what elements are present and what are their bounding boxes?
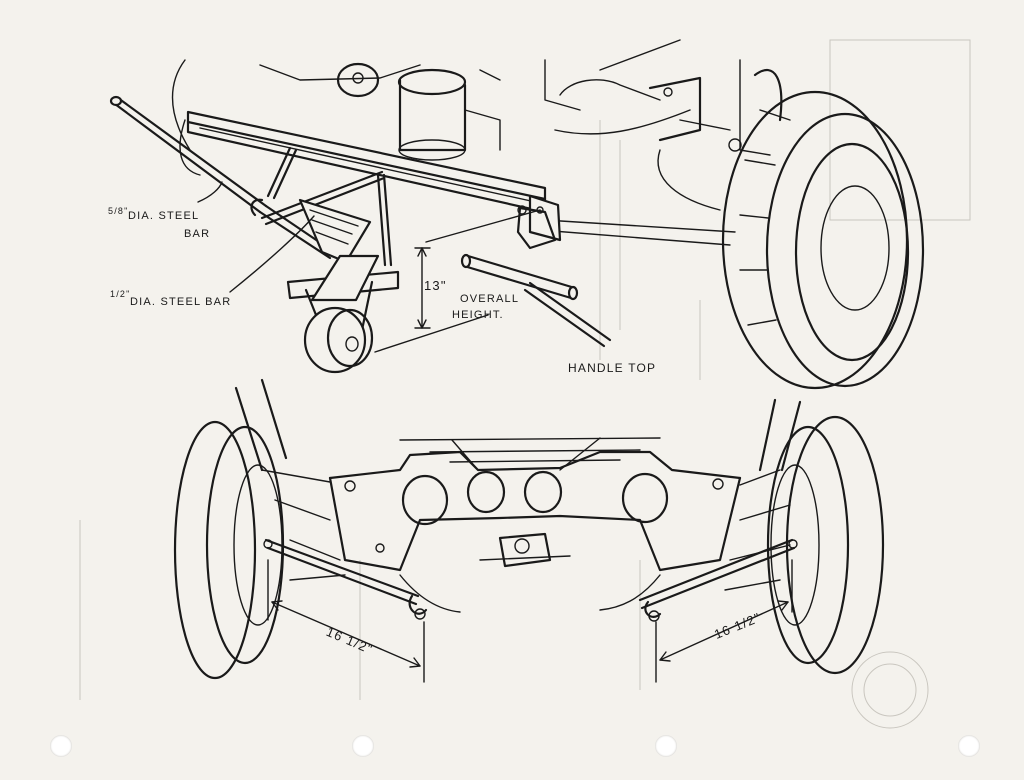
label-12-fraction: 1/2" [110,289,131,299]
top-diagram [109,39,925,390]
punch-hole-3 [655,735,677,757]
label-overall: OVERALL [460,293,520,305]
top-leaders [197,181,541,353]
handle-bar [109,95,336,260]
engine-outline [171,39,783,246]
bleed-through [79,39,971,729]
caster-assembly [286,198,400,374]
jack-beam [186,110,562,250]
label-58-text2: BAR [184,228,211,240]
label-height: HEIGHT. [452,309,504,321]
front-tyre-top [721,90,925,390]
label-58-text: DIA. STEEL [128,210,200,222]
bottom-diagram [173,378,885,683]
handle-top-piece [460,253,612,348]
punch-hole-2 [352,735,374,757]
right-wheel-bottom [724,398,885,675]
left-wheel-bottom [173,378,346,680]
punch-hole-4 [958,735,980,757]
crossmember [328,437,742,613]
label-handle-top: HANDLE TOP [568,361,657,375]
label-12-text: DIA. STEEL BAR [130,296,232,308]
punch-hole-1 [50,735,72,757]
strut-bars [260,146,393,267]
bottom-dimensions [267,559,793,683]
label-58-fraction: 5/8" [108,206,129,216]
support-bars [263,538,798,622]
label-height-value: 13" [424,278,447,293]
